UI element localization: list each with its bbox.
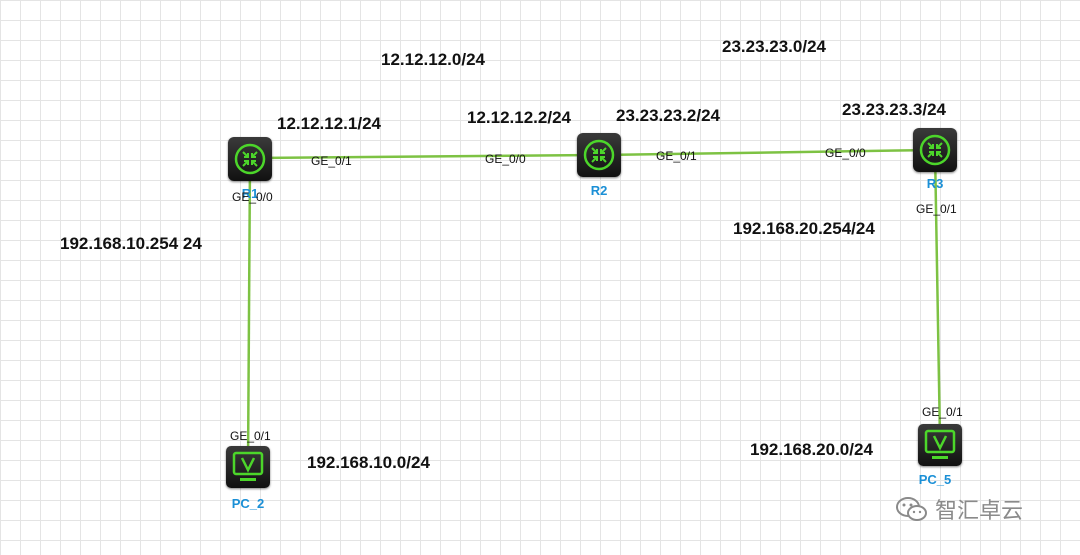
address-label-r1-ge00: 192.168.10.254 24 (60, 234, 202, 253)
network-label-12: 12.12.12.0/24 (381, 50, 485, 69)
network-label-20: 192.168.20.0/24 (750, 440, 873, 459)
port-label-pc5-ge01: GE_0/1 (922, 405, 963, 419)
port-label-pc2-ge01: GE_0/1 (230, 429, 271, 443)
router-r1[interactable] (228, 137, 272, 181)
address-label-r3-ge00: 23.23.23.3/24 (842, 100, 946, 119)
router-icon (583, 139, 615, 171)
wechat-icon (896, 497, 927, 521)
port-label-r3-ge01: GE_0/1 (916, 202, 957, 216)
link-r2-r3[interactable] (599, 148, 936, 157)
port-label-r2-ge01: GE_0/1 (656, 149, 697, 163)
port-label-r1-ge01: GE_0/1 (311, 154, 352, 168)
pc-icon (232, 451, 264, 481)
watermark: 智汇卓云 (895, 493, 1023, 525)
pc-pc5[interactable] (918, 424, 962, 466)
device-name-pc5: PC_5 (918, 472, 952, 487)
link-r1-r2[interactable] (249, 153, 599, 160)
router-r2[interactable] (577, 133, 621, 177)
network-label-23: 23.23.23.0/24 (722, 37, 826, 56)
router-r3[interactable] (913, 128, 957, 172)
port-label-r3-ge00: GE_0/0 (825, 146, 866, 160)
network-label-10: 192.168.10.0/24 (307, 453, 430, 472)
address-label-r1-ge01: 12.12.12.1/24 (277, 114, 381, 133)
link-r1-pc2[interactable] (246, 159, 252, 467)
address-label-r2-ge00: 12.12.12.2/24 (467, 108, 571, 127)
address-label-r2-ge01: 23.23.23.2/24 (616, 106, 720, 125)
pc-icon (924, 429, 956, 459)
port-label-r1-ge00: GE_0/0 (232, 190, 273, 204)
router-icon (234, 143, 266, 175)
port-label-r2-ge00: GE_0/0 (485, 152, 526, 166)
router-icon (919, 134, 951, 166)
device-name-r1: R1 (241, 186, 259, 201)
device-name-pc2: PC_2 (231, 496, 265, 511)
watermark-text: 智汇卓云 (935, 499, 1024, 524)
address-label-r3-ge01: 192.168.20.254/24 (733, 219, 875, 238)
device-name-r3: R3 (926, 176, 944, 191)
link-r3-pc5[interactable] (933, 149, 942, 441)
device-name-r2: R2 (590, 183, 608, 198)
pc-pc2[interactable] (226, 446, 270, 488)
